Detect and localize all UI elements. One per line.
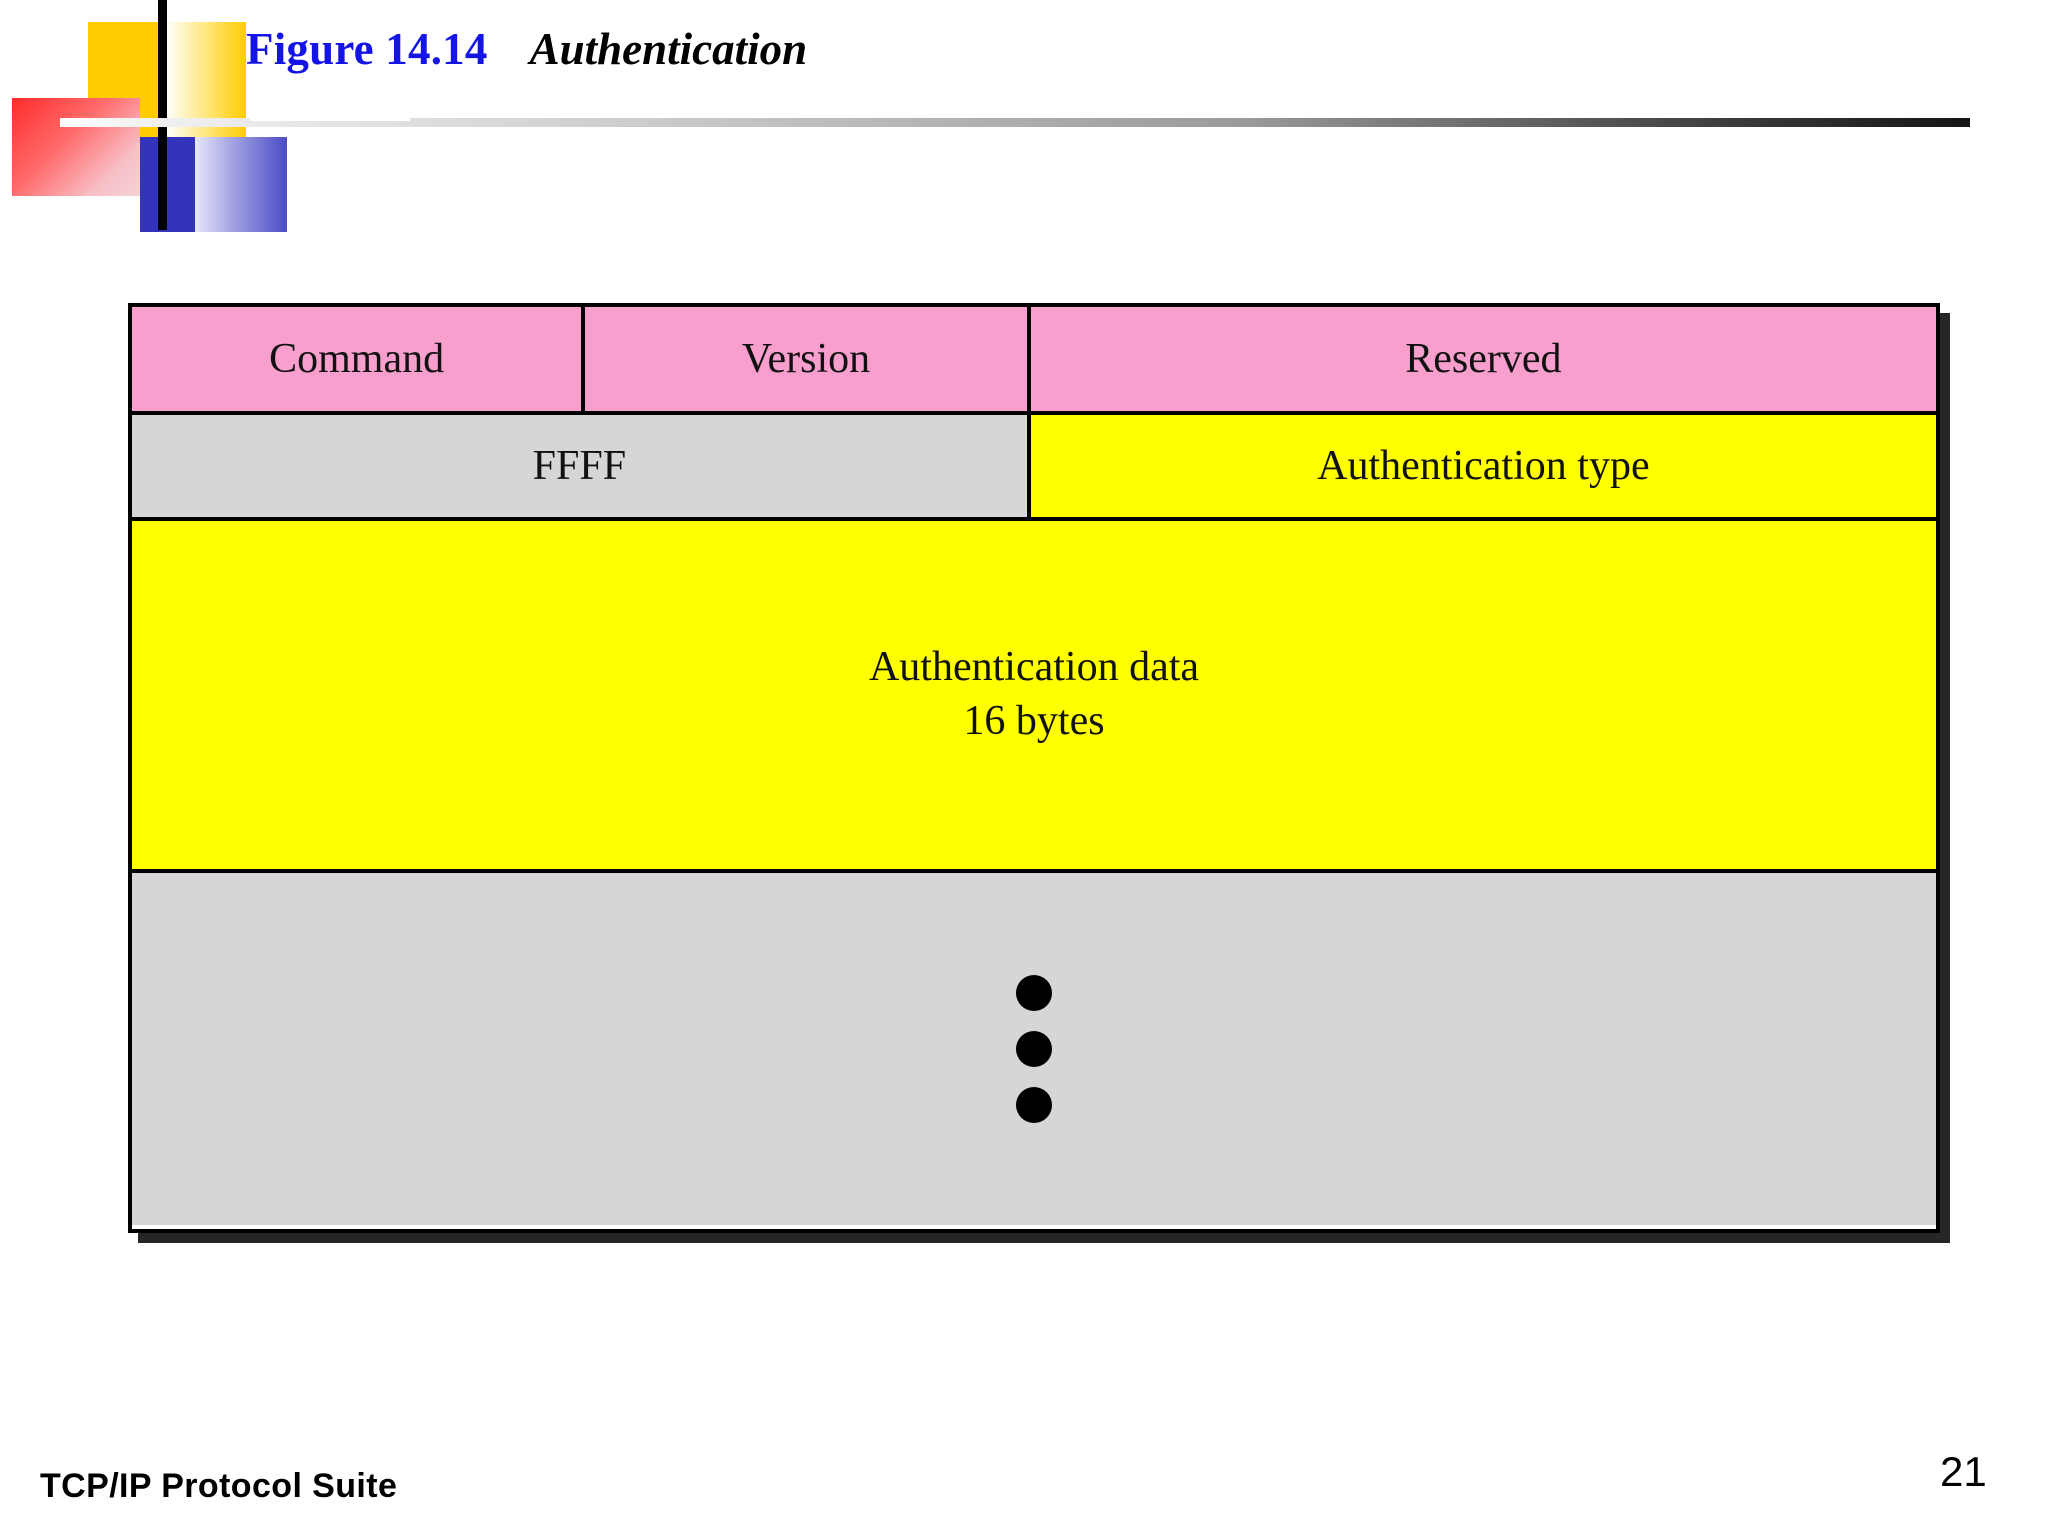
blue-gradient-square-icon (195, 137, 287, 232)
cell-version: Version (581, 307, 1027, 411)
cell-continuation (132, 873, 1936, 1225)
table-row: FFFF Authentication type (132, 411, 1936, 517)
figure-label: Figure 14.14 (246, 24, 488, 74)
figure-name: Authentication (529, 24, 808, 74)
vertical-black-bar-icon (158, 0, 167, 230)
authentication-message-diagram: Command Version Reserved FFFF Authentica… (128, 303, 1950, 1243)
ellipsis-dot-icon (1016, 1087, 1052, 1123)
header-divider-highlight (250, 112, 410, 121)
cell-authentication-type: Authentication type (1026, 415, 1936, 517)
cell-command: Command (132, 307, 582, 411)
diagram-table: Command Version Reserved FFFF Authentica… (128, 303, 1940, 1233)
ellipsis-dot-icon (1016, 1031, 1052, 1067)
cell-reserved: Reserved (1026, 307, 1936, 411)
cell-ffff: FFFF (132, 415, 1027, 517)
page-title: Figure 14.14 Authentication (246, 27, 807, 72)
footer-suite-label: TCP/IP Protocol Suite (40, 1467, 398, 1505)
blue-square-icon (140, 137, 195, 232)
header-divider-rule (60, 118, 1970, 127)
table-row: Authentication data 16 bytes (132, 517, 1936, 869)
authentication-data-size: 16 bytes (963, 698, 1105, 744)
table-row (132, 869, 1936, 1225)
table-row: Command Version Reserved (132, 307, 1936, 411)
authentication-data-label: Authentication data (868, 644, 1200, 691)
ellipsis-dot-icon (1016, 975, 1052, 1011)
cell-authentication-data: Authentication data 16 bytes (132, 521, 1936, 869)
red-gradient-square-icon (12, 98, 140, 196)
page-number: 21 (1940, 1448, 1987, 1495)
